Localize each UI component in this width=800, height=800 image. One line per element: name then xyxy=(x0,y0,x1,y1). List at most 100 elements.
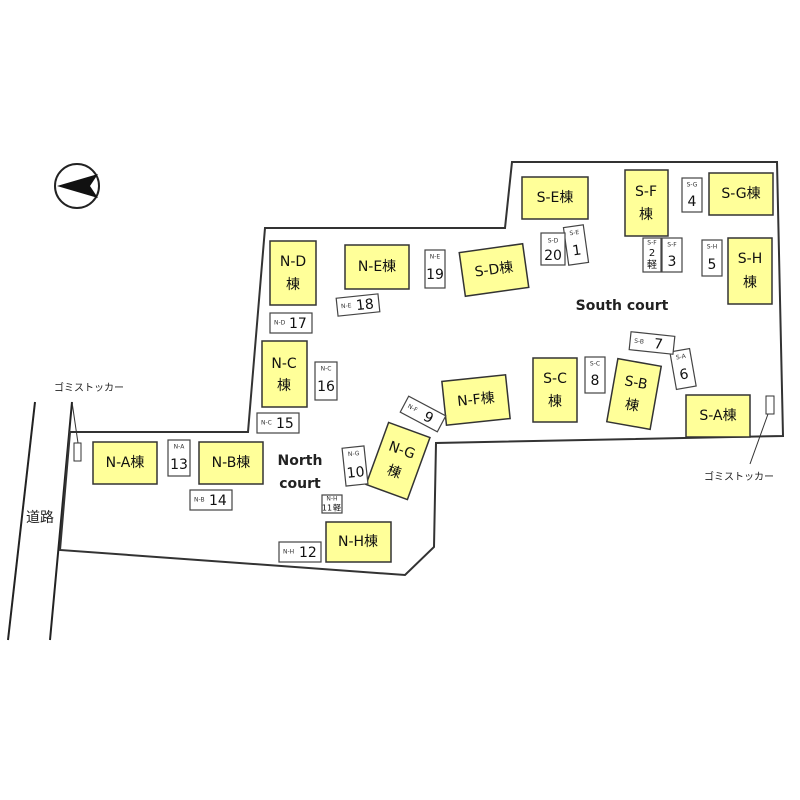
building-n-c-label-bottom: 棟 xyxy=(277,378,291,394)
building-s-h-label-top: S-H xyxy=(738,251,762,267)
parking-lot-13-number: 13 xyxy=(170,457,188,473)
parking-lot-8-number: 8 xyxy=(591,373,600,389)
building-s-g: S-G棟 xyxy=(708,172,774,216)
building-s-a: S-A棟 xyxy=(685,394,751,438)
parking-lot-16: N-C 16 xyxy=(314,361,338,401)
building-s-g-label: S-G棟 xyxy=(721,186,760,202)
parking-lot-2-extra: 軽 xyxy=(647,259,657,271)
building-s-b: S-B 棟 xyxy=(605,357,663,431)
parking-lot-5-number: 5 xyxy=(708,257,717,273)
parking-lot-3: S-F 3 xyxy=(661,237,683,273)
parking-lot-17: N-D 17 xyxy=(269,312,313,334)
parking-lot-11: N-H 11 軽 xyxy=(321,494,343,514)
south-court-label: South court xyxy=(576,298,669,314)
parking-lot-5-code: S-H xyxy=(707,244,718,251)
parking-lot-12: N-H 12 xyxy=(278,541,322,563)
parking-lot-18-number: 18 xyxy=(355,296,374,314)
parking-lot-13-code: N-A xyxy=(174,444,186,451)
building-s-f-label-bottom: 棟 xyxy=(639,207,653,223)
parking-lot-14: N-B 14 xyxy=(189,489,233,511)
parking-lot-13: N-A 13 xyxy=(167,439,191,477)
building-s-c-label-bottom: 棟 xyxy=(548,394,562,410)
building-n-a-label: N-A棟 xyxy=(106,455,145,471)
parking-lot-1-code: S-E xyxy=(569,229,580,237)
building-n-d: N-D 棟 xyxy=(269,240,317,306)
parking-lot-18: N-E 18 xyxy=(335,293,381,317)
building-n-f: N-F棟 xyxy=(441,373,511,427)
garbage-label-east: ゴミストッカー xyxy=(704,470,774,483)
parking-lot-7: S-B 7 xyxy=(628,331,676,355)
parking-lot-6-code: S-A xyxy=(675,353,687,362)
building-n-d-label-top: N-D xyxy=(280,254,306,270)
building-n-g-label-bottom: 棟 xyxy=(385,462,404,482)
parking-lot-2: S-F 2 軽 xyxy=(642,237,662,273)
building-n-h-label: N-H棟 xyxy=(338,534,378,550)
parking-lot-11-number: 11 xyxy=(322,504,332,513)
parking-lot-8: S-C 8 xyxy=(584,356,606,394)
building-n-g: N-G 棟 xyxy=(365,421,431,501)
road-label: 道路 xyxy=(26,510,54,526)
building-s-h-label-bottom: 棟 xyxy=(743,275,757,291)
building-n-e-label: N-E棟 xyxy=(358,259,396,275)
parking-lot-12-code: N-H xyxy=(283,549,294,556)
building-s-c-label-top: S-C xyxy=(543,371,567,387)
building-n-b-label: N-B棟 xyxy=(212,455,251,471)
building-s-f-label-top: S-F xyxy=(635,184,657,200)
north-court-label-line1: North xyxy=(278,453,323,469)
parking-lot-7-code: S-B xyxy=(634,338,645,346)
parking-lot-1: S-E 1 xyxy=(562,224,590,266)
parking-lot-10-number: 10 xyxy=(346,464,365,482)
building-n-h: N-H棟 xyxy=(325,521,392,563)
road-edge-west xyxy=(7,401,36,641)
garbage-leader-west xyxy=(71,401,79,444)
parking-lot-6-number: 6 xyxy=(678,366,690,383)
parking-lot-16-number: 16 xyxy=(317,379,335,395)
building-n-e: N-E棟 xyxy=(344,244,410,290)
building-n-b: N-B棟 xyxy=(198,441,264,485)
building-s-e-label: S-E棟 xyxy=(537,190,574,206)
parking-lot-4: S-G 4 xyxy=(681,177,703,213)
building-n-c-label-top: N-C xyxy=(271,356,297,372)
parking-lot-8-code: S-C xyxy=(590,361,600,368)
parking-lot-1-number: 1 xyxy=(571,242,582,259)
north-arrow-icon xyxy=(54,163,100,209)
building-s-h: S-H 棟 xyxy=(727,237,773,305)
parking-lot-2-code: S-F xyxy=(647,240,657,247)
parking-lot-19-number: 19 xyxy=(426,267,444,283)
parking-lot-17-number: 17 xyxy=(289,316,307,332)
building-s-e: S-E棟 xyxy=(521,176,589,220)
building-s-b-label-top: S-B xyxy=(623,373,648,393)
parking-lot-20: S-D 20 xyxy=(540,232,566,266)
parking-lot-9-code: N-F xyxy=(406,403,419,414)
building-n-f-label: N-F棟 xyxy=(456,390,495,410)
building-n-d-label-bottom: 棟 xyxy=(286,277,300,293)
building-s-d: S-D棟 xyxy=(458,242,530,298)
building-n-c: N-C 棟 xyxy=(261,340,308,408)
parking-lot-10-code: N-G xyxy=(348,450,361,458)
parking-lot-19: N-E 19 xyxy=(424,249,446,289)
parking-lot-9: N-F 9 xyxy=(399,395,447,433)
parking-lot-18-code: N-E xyxy=(341,302,352,310)
north-court-label-line2: court xyxy=(279,476,321,492)
building-s-a-label: S-A棟 xyxy=(699,408,736,424)
building-s-b-label-bottom: 棟 xyxy=(624,397,641,415)
parking-lot-15-code: N-C xyxy=(261,420,272,427)
parking-lot-15-number: 15 xyxy=(276,416,294,432)
parking-lot-5: S-H 5 xyxy=(701,239,723,277)
parking-lot-20-code: S-D xyxy=(548,238,559,245)
garbage-label-west: ゴミストッカー xyxy=(54,381,124,394)
parking-lot-14-number: 14 xyxy=(209,493,227,509)
parking-lot-6: S-A 6 xyxy=(669,347,697,391)
building-n-a: N-A棟 xyxy=(92,441,158,485)
parking-lot-14-code: N-B xyxy=(194,497,205,504)
parking-lot-3-code: S-F xyxy=(667,242,677,249)
parking-lot-11-extra: 軽 xyxy=(333,504,341,513)
parking-lot-11-code: N-H xyxy=(326,496,337,503)
garbage-stocker-west xyxy=(73,442,82,462)
building-s-f: S-F 棟 xyxy=(624,169,669,237)
garbage-stocker-east xyxy=(765,395,775,415)
parking-lot-12-number: 12 xyxy=(299,545,317,561)
parking-lot-10: N-G 10 xyxy=(341,445,369,487)
